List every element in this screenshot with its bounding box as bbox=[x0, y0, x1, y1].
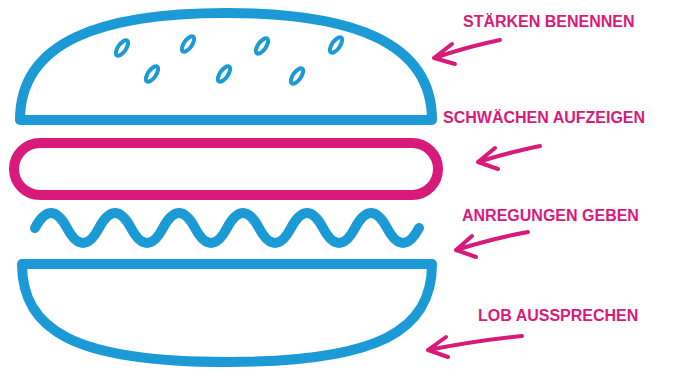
pointer-arrow bbox=[434, 40, 500, 64]
lettuce bbox=[35, 213, 419, 243]
annotation-label: STÄRKEN BENENNEN bbox=[463, 12, 635, 32]
pointer-arrow bbox=[478, 146, 540, 169]
annotation-label: SCHWÄCHEN AUFZEIGEN bbox=[443, 108, 645, 128]
annotation-label: LOB AUSSPRECHEN bbox=[478, 306, 638, 326]
patty bbox=[14, 143, 438, 195]
sesame-seeds bbox=[114, 34, 345, 85]
top-bun bbox=[20, 13, 432, 120]
pointer-arrow bbox=[456, 232, 528, 257]
pointer-arrow bbox=[428, 336, 522, 357]
annotation-label: ANREGUNGEN GEBEN bbox=[462, 206, 639, 226]
bottom-bun bbox=[22, 264, 432, 362]
